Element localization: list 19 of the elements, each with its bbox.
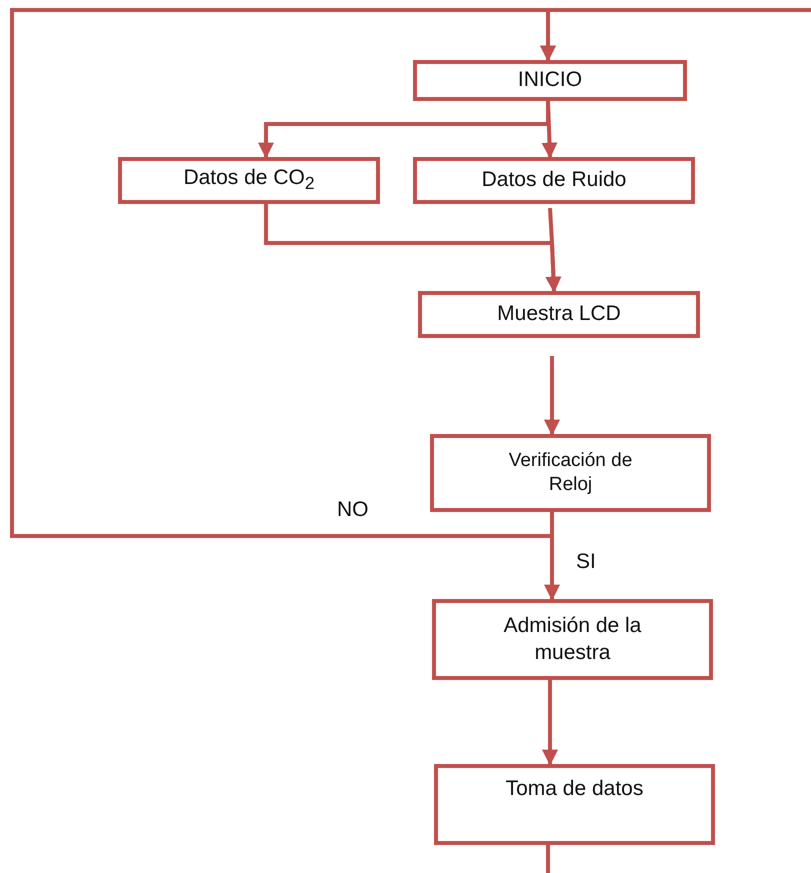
step-label: Toma de datos: [506, 776, 644, 802]
process-box: [413, 157, 695, 204]
arrow: [545, 208, 562, 293]
process-box: [418, 291, 700, 338]
arrow: [542, 100, 558, 159]
process-box: [434, 764, 715, 845]
step-label: Admisión de la muestra: [502, 613, 642, 666]
process-box: [413, 60, 687, 101]
process-box: [118, 157, 380, 204]
process-box: [430, 434, 711, 512]
step-label: Datos de CO$_{2}$: [183, 165, 315, 196]
step-label: Datos de Ruido: [482, 167, 626, 194]
step-label: Muestra LCD: [497, 301, 621, 328]
connector-line: [546, 845, 550, 873]
step-label: INICIO: [518, 67, 582, 94]
arrow: [544, 356, 560, 436]
step-label: Verificación de Reloj: [508, 449, 634, 497]
process-box: [432, 599, 713, 680]
arrow: [542, 680, 558, 766]
